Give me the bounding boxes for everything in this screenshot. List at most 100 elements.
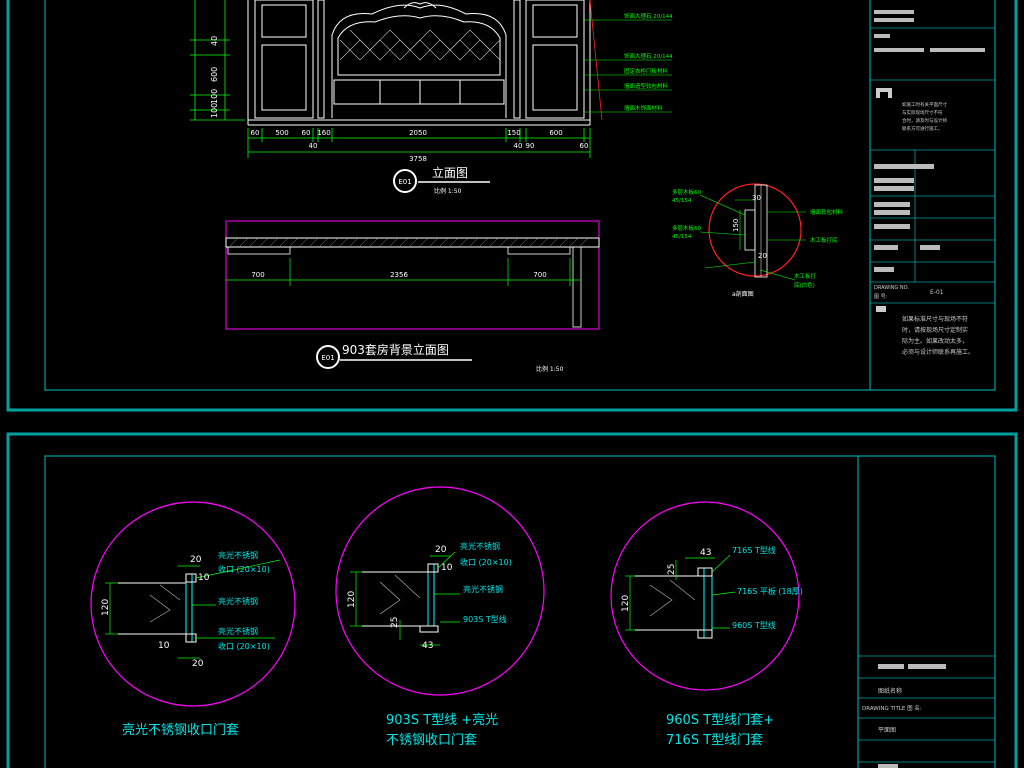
top-sheet: 40 600 100 100 60 500 60 160 2050 15 xyxy=(6,0,1018,412)
dim-top-5: 150 xyxy=(507,129,520,137)
d2-label-2: 亮光不锈钢 xyxy=(463,584,503,594)
tb-note-bottom-1: 时，请按现场尺寸定制实 xyxy=(902,326,968,334)
left-dim-1: 40 xyxy=(210,36,219,46)
detail-dim-1: 150 xyxy=(732,219,740,232)
bottom-title-block: 图纸名称 DRAWING TITLE 图 名: 平面图 xyxy=(858,655,995,768)
detail-dim-2: 20 xyxy=(758,252,767,260)
bedroom-elevation xyxy=(247,0,591,126)
dim-top-0: 60 xyxy=(251,129,260,137)
dim-top-3: 160 xyxy=(317,129,330,137)
elevation-tag: E01 xyxy=(398,178,411,186)
tb-note-top-3: 联系方可进行施工。 xyxy=(902,125,943,132)
bottom-block-label-1: 图纸名称 xyxy=(878,687,902,695)
d1-dim-2: 120 xyxy=(101,599,111,616)
right-label-4: 墙面木饰面材料 xyxy=(624,104,663,112)
d2-dim-3: 25 xyxy=(390,617,400,628)
elevation-title-text: 立面图 xyxy=(432,165,468,180)
wall-section-detail: 30 150 20 多层木板60 45/154 多层木板60 45/154 墙面… xyxy=(672,183,844,298)
plan-section: 700 2356 700 xyxy=(225,220,600,330)
plan-dim-2: 700 xyxy=(533,271,546,279)
d1-label-1: 收口 (20×10) xyxy=(218,564,270,574)
drawing-title-label: DRAWING TITLE 图 名: xyxy=(862,704,922,712)
d2-caption-0: 903S T型线 +亮光 xyxy=(386,712,498,728)
drawing-no-label: DRAWING NO. xyxy=(874,285,909,291)
dim-total: 3758 xyxy=(409,155,427,163)
right-label-2: 固定衣柜门板材料 xyxy=(624,67,669,75)
d2-dim-2: 120 xyxy=(347,591,357,608)
door-trim-detail-2: 20 10 120 25 43 亮光不锈钢 收口 (20×10) 亮光不锈钢 9… xyxy=(335,486,545,748)
d3-label-0: 716S T型线 xyxy=(732,545,776,555)
door-trim-detail-3: 43 25 120 716S T型线 716S 平板 (18厚) 960S T型… xyxy=(610,501,803,748)
drawing-no-cn: 图 号: xyxy=(874,294,888,300)
plan-dim-1: 2356 xyxy=(390,271,408,279)
bottom-sheet-inner-frame xyxy=(44,455,996,768)
bottom-sheet-outer-frame xyxy=(6,432,1018,768)
right-label-3: 墙面造型软包材料 xyxy=(624,82,669,90)
tb-note-bottom-0: 如果标准尺寸与现场不符 xyxy=(902,315,968,323)
drawing-title-value: 平面图 xyxy=(878,727,896,734)
dim-top-1: 500 xyxy=(275,129,288,137)
d1-dim-4: 20 xyxy=(192,659,204,669)
plan-title-text: 903套房背景立面图 xyxy=(342,342,449,357)
plan-dim-0: 700 xyxy=(251,271,264,279)
top-sheet-outer-frame xyxy=(6,0,1018,412)
detail-label-5: 木工板打底 xyxy=(810,236,838,244)
d2-label-0: 亮光不锈钢 xyxy=(460,541,500,551)
d2-caption-1: 不锈钢收口门套 xyxy=(386,732,477,748)
dim-sub-1: 40 xyxy=(514,142,523,150)
detail-label-1: 45/154 xyxy=(672,198,692,204)
drawing-no-value: E-01 xyxy=(930,289,944,296)
right-door-panel xyxy=(525,0,585,119)
right-label-1: 饰面大理石 20/144 xyxy=(624,52,673,60)
dim-top-8: 60 xyxy=(580,142,589,150)
left-door-panel xyxy=(254,0,314,119)
dim-top-6: 90 xyxy=(526,142,535,150)
tb-note-bottom-3: 必须与设计师联系再施工。 xyxy=(902,348,974,356)
left-dim-2: 600 xyxy=(210,67,219,82)
bottom-sheet: 20 10 120 10 20 亮光不锈钢 收口 (20×10) 亮光不锈钢 亮… xyxy=(6,432,1018,768)
d3-dim-1: 25 xyxy=(667,564,677,575)
top-title-block: 如施工时有关平面尺寸 与实际现场尺寸不符 合时，请及时与设计师 联系方可进行施工… xyxy=(870,10,995,356)
dim-top-4: 2050 xyxy=(409,129,427,137)
detail-label-7: 底(白色) xyxy=(794,281,815,289)
detail-dim-0: 30 xyxy=(752,194,761,202)
elevation-scale: 比例 1:50 xyxy=(434,187,462,195)
d1-dim-1: 10 xyxy=(198,573,210,583)
d3-label-2: 960S T型线 xyxy=(732,620,776,630)
bed-base xyxy=(333,79,505,105)
d1-label-3: 亮光不锈钢 xyxy=(218,626,258,636)
detail-label-3: 45/154 xyxy=(672,234,692,240)
d1-label-4: 收口 (20×10) xyxy=(218,641,270,651)
top-sheet-inner-frame xyxy=(44,0,996,391)
d1-label-0: 亮光不锈钢 xyxy=(218,550,258,560)
plan-tag: E01 xyxy=(321,354,334,362)
d3-caption-1: 716S T型线门套 xyxy=(666,732,763,748)
door-trim-detail-1: 20 10 120 10 20 亮光不锈钢 收口 (20×10) 亮光不锈钢 亮… xyxy=(90,501,296,738)
d1-label-2: 亮光不锈钢 xyxy=(218,596,258,606)
left-dimension-chain xyxy=(190,0,245,121)
d2-dim-1: 10 xyxy=(441,563,453,573)
detail-label-2: 多层木板60 xyxy=(672,224,701,232)
d3-label-1: 716S 平板 (18厚) xyxy=(737,586,803,596)
dim-top-2: 60 xyxy=(302,129,311,137)
horizontal-dimension-chain xyxy=(247,128,591,158)
detail-label-6: 木工板打 xyxy=(794,272,817,280)
tb-note-top-1: 与实际现场尺寸不符 xyxy=(902,109,943,116)
d3-caption-0: 960S T型线门套+ xyxy=(666,712,774,728)
detail-label-4: 墙面软包材料 xyxy=(810,208,844,216)
tb-note-top-0: 如施工时有关平面尺寸 xyxy=(902,101,947,108)
d1-dim-3: 10 xyxy=(158,641,170,651)
dim-sub-0: 40 xyxy=(309,142,318,150)
plan-title: E01 903套房背景立面图 比例 1:50 xyxy=(316,342,564,373)
left-dim-3: 100 xyxy=(210,89,219,104)
right-leaders xyxy=(584,19,672,113)
d2-dim-0: 20 xyxy=(435,545,447,555)
tb-note-bottom-2: 际为主。如果改动太多， xyxy=(902,337,968,345)
tb-note-top-2: 合时，请及时与设计师 xyxy=(902,117,947,124)
d1-dim-0: 20 xyxy=(190,555,202,565)
d2-dim-4: 43 xyxy=(422,641,433,651)
d1-caption-0: 亮光不锈钢收口门套 xyxy=(122,722,239,738)
d3-dim-2: 120 xyxy=(621,595,631,612)
plan-scale: 比例 1:50 xyxy=(536,365,564,373)
